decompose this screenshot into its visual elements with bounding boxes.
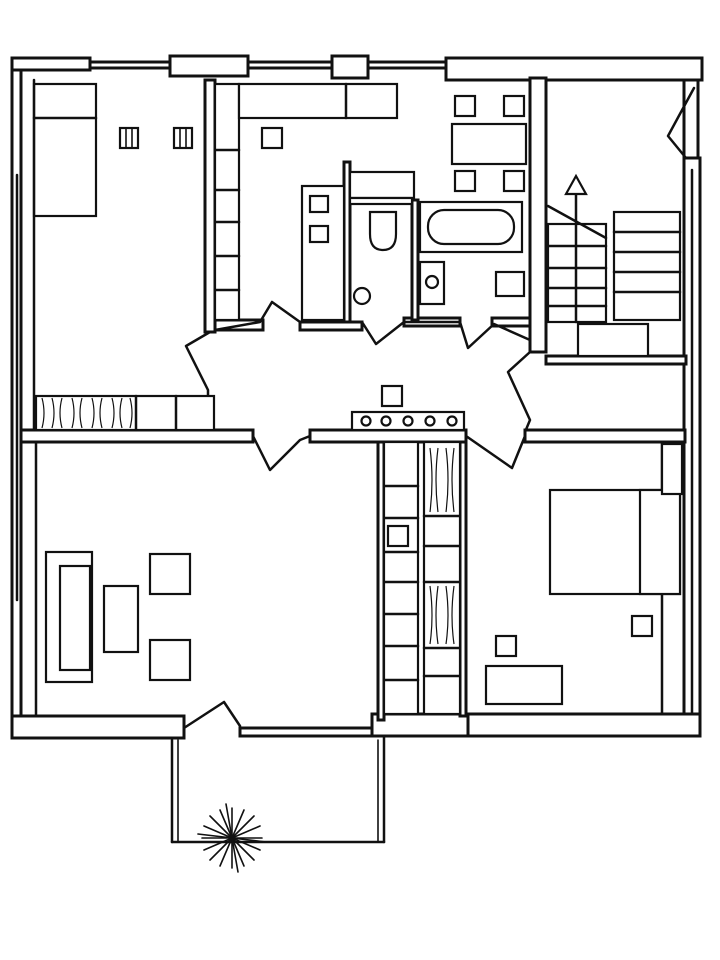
- wall-top-4: [366, 60, 448, 70]
- landing: [576, 322, 650, 358]
- wall-bottom-2: [238, 726, 376, 738]
- wall-hall-bottom: [308, 428, 468, 444]
- window-top-2: [330, 54, 370, 80]
- coat-hooks: [360, 415, 458, 427]
- washbasin-drain: [424, 274, 440, 290]
- kitchen-bench: [348, 170, 416, 200]
- chair-3: [453, 169, 477, 193]
- desk: [484, 664, 564, 706]
- stairwell-door: [666, 86, 696, 160]
- toilet-bowl: [352, 286, 372, 306]
- wall-bath-bottom-4: [490, 316, 532, 328]
- wall-bath-mid: [410, 198, 420, 322]
- plant-icon: [197, 803, 267, 873]
- hall-angled-wall-bottom: [251, 434, 312, 472]
- desk-chair: [494, 634, 518, 658]
- wall-bottom-1: [10, 714, 186, 740]
- chair-2: [502, 94, 526, 118]
- armchair-2: [148, 638, 192, 682]
- wall-top-2: [88, 60, 172, 70]
- kitchen-counter: [237, 82, 399, 120]
- wall-bottom-3: [370, 712, 470, 738]
- wall-top-1: [10, 56, 92, 72]
- wall-bedroom-kitchen: [203, 78, 217, 334]
- closet-box: [386, 524, 410, 548]
- closet-hatch: [429, 447, 455, 645]
- wardrobe-hatch: [41, 397, 133, 429]
- cabinet-knob-1: [308, 194, 330, 214]
- closet-shelves: [382, 440, 420, 716]
- wall-top-3: [246, 60, 334, 70]
- chair-1: [453, 94, 477, 118]
- hall: [184, 300, 532, 472]
- single-bed: [32, 82, 98, 218]
- kitchen-stool: [260, 126, 284, 150]
- bathtub-inner: [426, 208, 516, 246]
- hall-angled-wall-bottom-right: [464, 434, 527, 470]
- stairwell: [546, 86, 696, 358]
- nightstand: [630, 614, 654, 638]
- kitchen: [213, 82, 528, 322]
- window-top-1: [168, 54, 250, 78]
- wardrobe-right: [660, 442, 684, 496]
- toilet: [368, 210, 398, 252]
- hall-angled-wall-top: [213, 300, 532, 354]
- coffee-table: [102, 584, 140, 654]
- wall-bedroom-bottom: [19, 428, 255, 444]
- kitchen-shelf: [213, 82, 241, 322]
- wall-hall-right: [523, 428, 687, 444]
- bath-partition: [348, 196, 414, 206]
- chair-4: [502, 169, 526, 193]
- radiator-2: [172, 126, 194, 150]
- dining-table: [450, 122, 528, 166]
- living-room: [34, 440, 242, 730]
- wall-stairwell-left: [528, 76, 548, 354]
- wall-stairwell-bottom: [544, 354, 688, 366]
- stairs-right: [612, 210, 682, 322]
- hall-angled-wall-right: [506, 350, 532, 434]
- stair-arrow-icon: [564, 173, 588, 324]
- bedroom-left: [32, 78, 216, 432]
- wardrobe-closet: [422, 440, 462, 716]
- cabinet-knob-2: [308, 224, 330, 244]
- balcony: [170, 734, 386, 873]
- wall-top-5: [444, 56, 704, 82]
- bedroom-right: [484, 442, 684, 706]
- wardrobe-left: [34, 394, 216, 432]
- sofa-seat: [58, 564, 92, 672]
- bath-cabinet: [494, 270, 526, 298]
- radiator-1: [118, 126, 140, 150]
- armchair-1: [148, 552, 192, 596]
- hall-stool: [380, 384, 404, 408]
- bed-headboard: [638, 488, 682, 596]
- bathroom: [348, 196, 526, 306]
- wall-bottom-4: [466, 712, 702, 738]
- closet: [382, 440, 462, 716]
- balcony-door: [182, 700, 242, 730]
